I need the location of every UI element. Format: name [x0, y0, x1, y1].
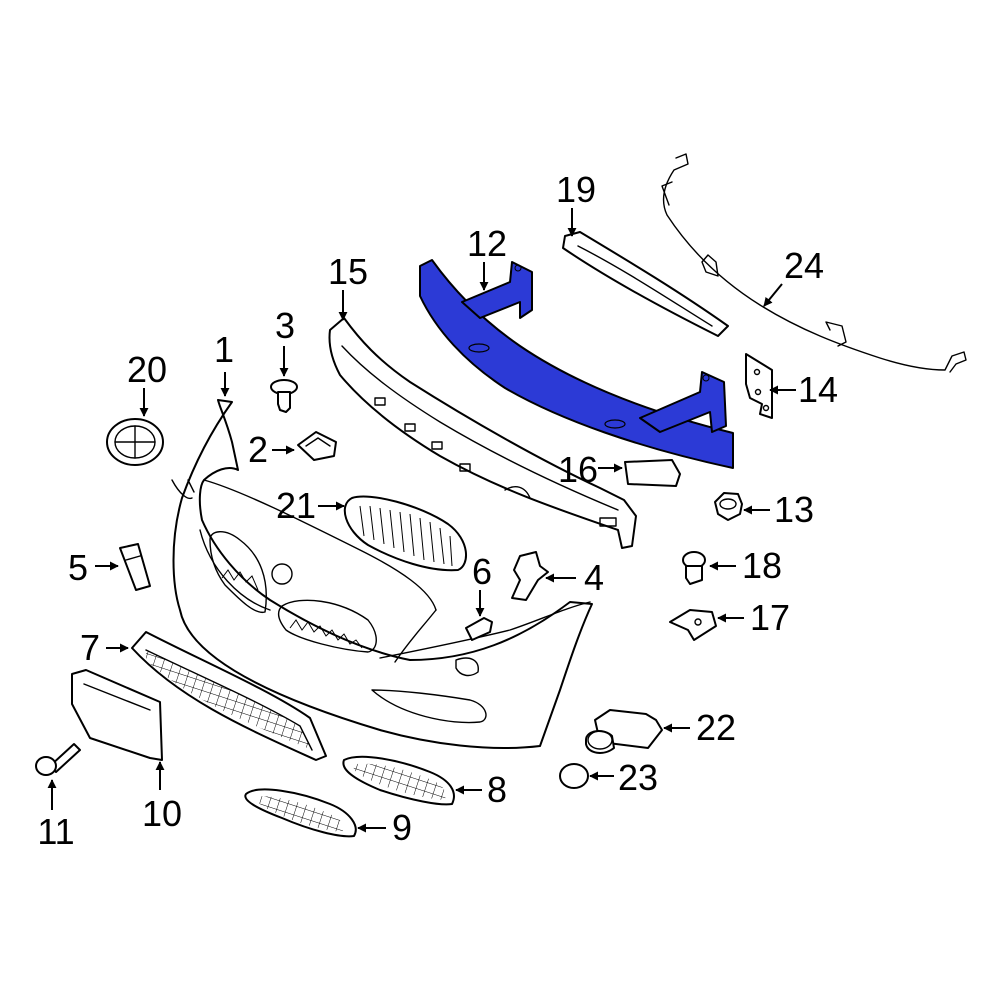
part-8-vent-grille [342, 755, 455, 806]
part-23-sensor-cap [559, 763, 589, 789]
callout-9: 9 [392, 807, 412, 848]
part-19-absorber-strip [562, 231, 729, 337]
part-16-pad [624, 459, 681, 487]
callout-10: 10 [142, 793, 182, 834]
part-5-bracket [119, 543, 151, 591]
part-6-cover-cap [465, 617, 493, 641]
callout-8: 8 [487, 769, 507, 810]
leader-24 [763, 283, 783, 307]
part-13-nut [714, 492, 743, 521]
callout-6: 6 [472, 551, 492, 592]
callout-14: 14 [798, 369, 838, 410]
part-22-park-sensor [585, 709, 663, 754]
callout-23: 23 [618, 757, 658, 798]
part-12-bumper-reinforcement [419, 259, 734, 469]
callout-2: 2 [248, 429, 268, 470]
callout-13: 13 [774, 489, 814, 530]
callout-22: 22 [696, 707, 736, 748]
callout-1: 1 [214, 329, 234, 370]
part-2-cap [297, 431, 337, 461]
callout-15: 15 [328, 251, 368, 292]
callout-7: 7 [80, 627, 100, 668]
part-4-bracket [511, 551, 549, 601]
part-20-emblem [106, 418, 164, 466]
part-21-kidney-grille [343, 495, 468, 572]
callout-19: 19 [556, 169, 596, 210]
callout-21: 21 [276, 485, 316, 526]
part-18-bolt [682, 551, 706, 585]
callout-labels: 1 2 3 4 5 6 7 8 9 10 11 12 13 14 15 16 1… [37, 169, 838, 852]
callout-24: 24 [784, 245, 824, 286]
callout-11: 11 [37, 811, 74, 852]
callout-12: 12 [467, 223, 507, 264]
part-1-bumper-cover [171, 399, 593, 750]
part-24-wiring-harness [661, 153, 967, 373]
bracket-left [461, 261, 533, 319]
callout-3: 3 [275, 305, 295, 346]
part-17-clip-bracket [669, 609, 717, 641]
leader-arrows [47, 208, 796, 833]
part-14-bracket [745, 353, 773, 419]
bracket-right [639, 371, 727, 433]
part-11-bolt [35, 743, 81, 776]
callout-18: 18 [742, 545, 782, 586]
callout-20: 20 [127, 349, 167, 390]
part-3-push-pin [270, 379, 298, 413]
callout-4: 4 [584, 557, 604, 598]
part-15-energy-absorber [328, 317, 637, 549]
callout-5: 5 [68, 547, 88, 588]
part-7-lower-grille [131, 631, 327, 761]
callout-17: 17 [750, 597, 790, 638]
part-10-plate-bracket [71, 669, 163, 761]
callout-16: 16 [558, 449, 598, 490]
part-9-vent-grille [244, 788, 357, 838]
